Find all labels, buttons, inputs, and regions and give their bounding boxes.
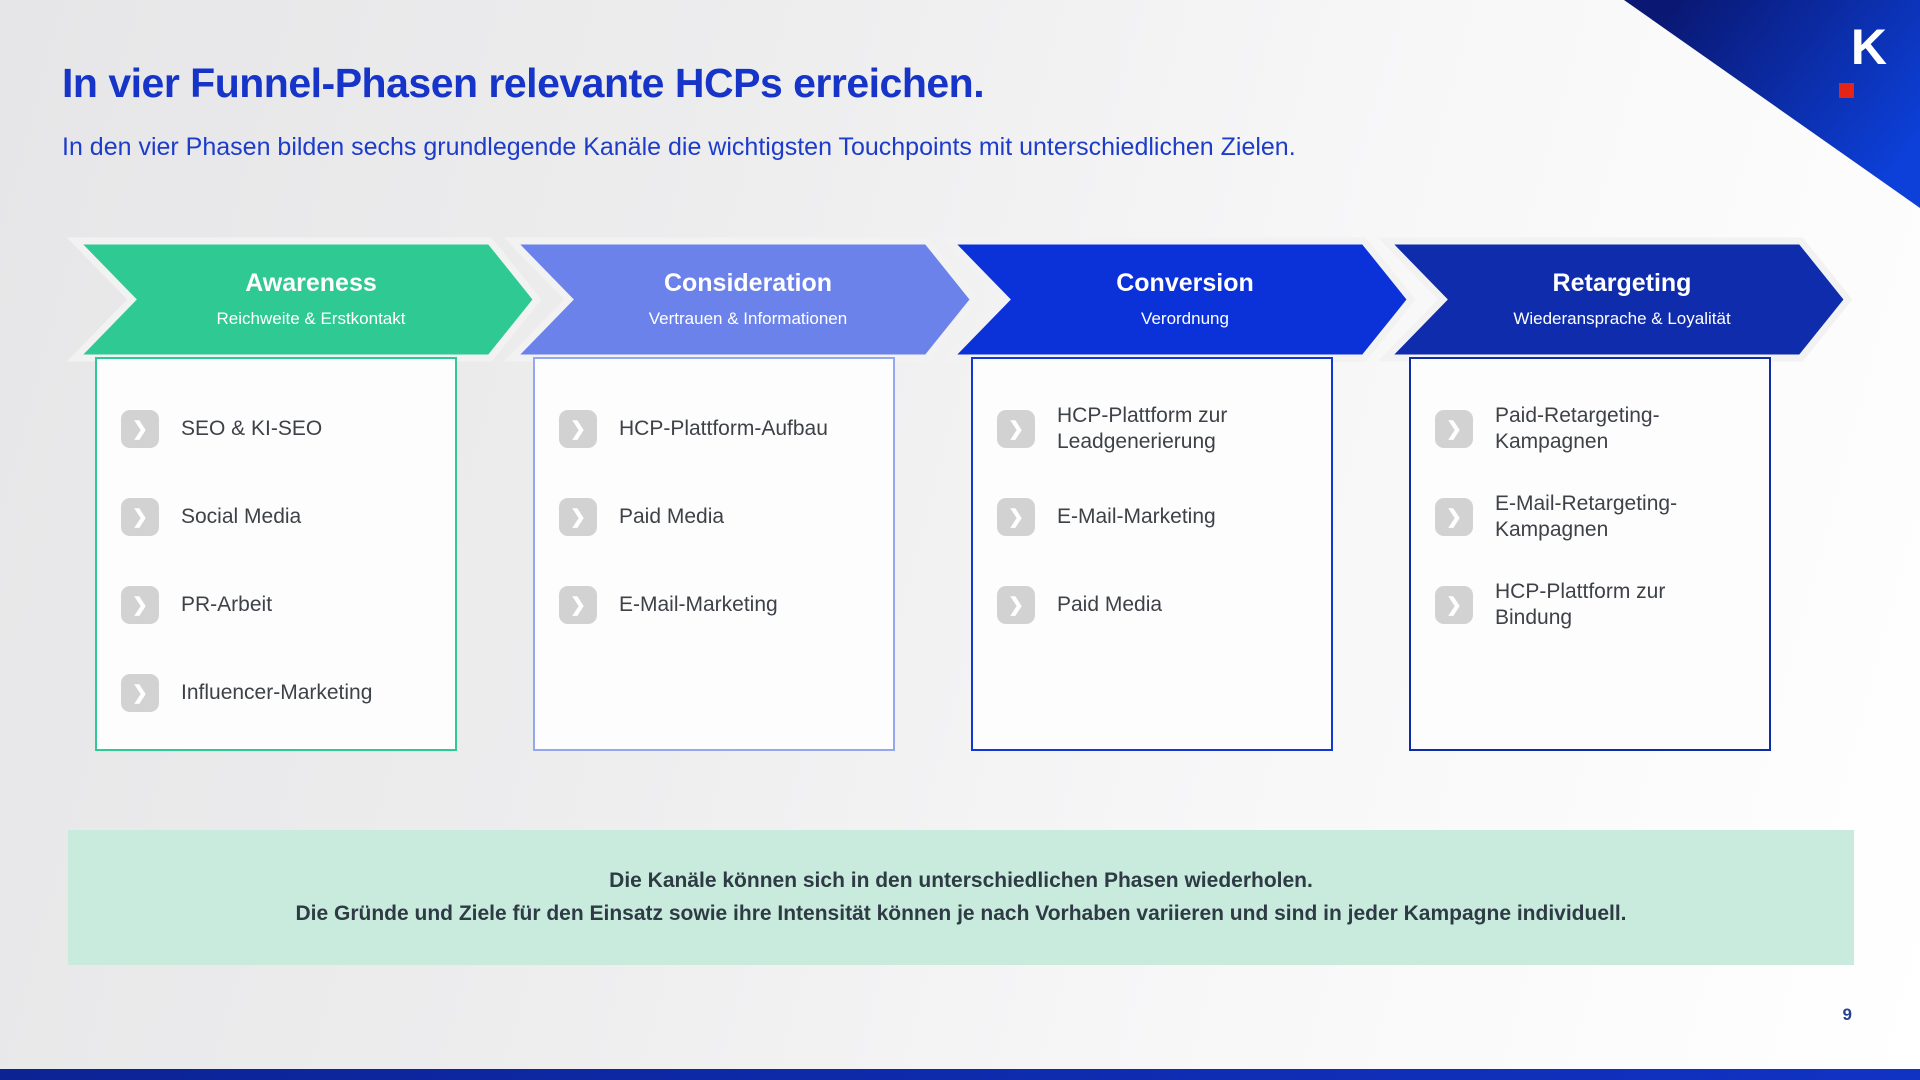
channel-item: ❯ E-Mail-Retargeting-Kampagnen (1411, 473, 1769, 561)
channel-label: Influencer-Marketing (181, 680, 373, 704)
channel-label: Paid Media (1057, 592, 1163, 616)
channel-item: ❯ E-Mail-Marketing (973, 473, 1331, 561)
channel-item: ❯ SEO & KI-SEO (97, 385, 455, 473)
page-title: In vier Funnel-Phasen relevante HCPs err… (62, 60, 985, 106)
channel-item: ❯ PR-Arbeit (97, 561, 455, 649)
phase-tagline: Wiederansprache & Loyalität (1513, 309, 1731, 328)
chevron-right-icon: ❯ (997, 586, 1035, 624)
chevron-right-icon: ❯ (121, 498, 159, 536)
channel-box-awareness: ❯ SEO & KI-SEO ❯ Social Media ❯ PR-Arbei… (95, 357, 457, 751)
page-number: 9 (1842, 1005, 1852, 1024)
channel-label: E-Mail-Marketing (619, 592, 778, 616)
chevron-right-icon: ❯ (1435, 410, 1473, 448)
brand-logo-dot (1839, 83, 1854, 98)
channel-label: Paid-Retargeting-Kampagnen (1495, 403, 1660, 453)
chevron-right-icon: ❯ (997, 410, 1035, 448)
phase-tagline: Vertrauen & Informationen (648, 309, 848, 328)
channel-label: E-Mail-Retargeting-Kampagnen (1495, 491, 1678, 541)
phase-tagline: Verordnung (1141, 309, 1229, 328)
channel-box-retargeting: ❯ Paid-Retargeting-Kampagnen ❯ E-Mail-Re… (1409, 357, 1771, 751)
phase-name: Awareness (245, 269, 377, 297)
brand-logo-k: K (1850, 19, 1887, 75)
chevron-right-icon: ❯ (121, 410, 159, 448)
phase-arrow-conversion (940, 237, 1416, 362)
note-box: Die Kanäle können sich in den unterschie… (68, 830, 1854, 965)
phase-header-consideration: Consideration Vertrauen & Informationen (528, 240, 968, 358)
channel-label: HCP-Plattform zur Leadgenerierung (1057, 403, 1228, 453)
channel-item: ❯ Paid-Retargeting-Kampagnen (1411, 385, 1769, 473)
chevron-right-icon: ❯ (559, 498, 597, 536)
channel-label: Social Media (181, 504, 302, 528)
channel-label: Paid Media (619, 504, 725, 528)
channel-label: HCP-Plattform-Aufbau (619, 416, 828, 440)
channel-box-consideration: ❯ HCP-Plattform-Aufbau ❯ Paid Media ❯ E-… (533, 357, 895, 751)
chevron-right-icon: ❯ (121, 586, 159, 624)
channel-item: ❯ Paid Media (535, 473, 893, 561)
chevron-right-icon: ❯ (559, 586, 597, 624)
phase-header-retargeting: Retargeting Wiederansprache & Loyalität (1402, 240, 1842, 358)
phase-header-awareness: Awareness Reichweite & Erstkontakt (91, 240, 531, 358)
channel-item: ❯ Paid Media (973, 561, 1331, 649)
note-line-1: Die Kanäle können sich in den unterschie… (609, 869, 1313, 892)
channel-label: PR-Arbeit (181, 592, 273, 616)
footer-bar (0, 1069, 1920, 1080)
channel-label: E-Mail-Marketing (1057, 504, 1216, 528)
phase-header-conversion: Conversion Verordnung (965, 240, 1405, 358)
channel-item: ❯ E-Mail-Marketing (535, 561, 893, 649)
channel-label: SEO & KI-SEO (181, 416, 323, 440)
chevron-right-icon: ❯ (1435, 586, 1473, 624)
chevron-right-icon: ❯ (997, 498, 1035, 536)
phase-name: Retargeting (1552, 269, 1692, 297)
note-line-2: Die Gründe und Ziele für den Einsatz sow… (295, 902, 1627, 925)
chevron-right-icon: ❯ (121, 674, 159, 712)
channel-item: ❯ HCP-Plattform-Aufbau (535, 385, 893, 473)
channel-item: ❯ Social Media (97, 473, 455, 561)
phase-arrow-awareness (66, 237, 542, 362)
phase-name: Consideration (663, 269, 833, 297)
channel-item: ❯ HCP-Plattform zur Bindung (1411, 561, 1769, 649)
funnel-arrow-band (66, 237, 1853, 362)
page-subtitle: In den vier Phasen bilden sechs grundleg… (62, 133, 1296, 161)
channel-item: ❯ HCP-Plattform zur Leadgenerierung (973, 385, 1331, 473)
channel-item: ❯ Influencer-Marketing (97, 649, 455, 737)
phase-arrow-retargeting (1377, 237, 1853, 362)
chevron-right-icon: ❯ (1435, 498, 1473, 536)
phase-arrow-consideration (503, 237, 979, 362)
phase-name: Conversion (1116, 269, 1254, 297)
chevron-right-icon: ❯ (559, 410, 597, 448)
channel-box-conversion: ❯ HCP-Plattform zur Leadgenerierung ❯ E-… (971, 357, 1333, 751)
channel-label: HCP-Plattform zur Bindung (1495, 579, 1666, 629)
phase-tagline: Reichweite & Erstkontakt (216, 309, 406, 328)
